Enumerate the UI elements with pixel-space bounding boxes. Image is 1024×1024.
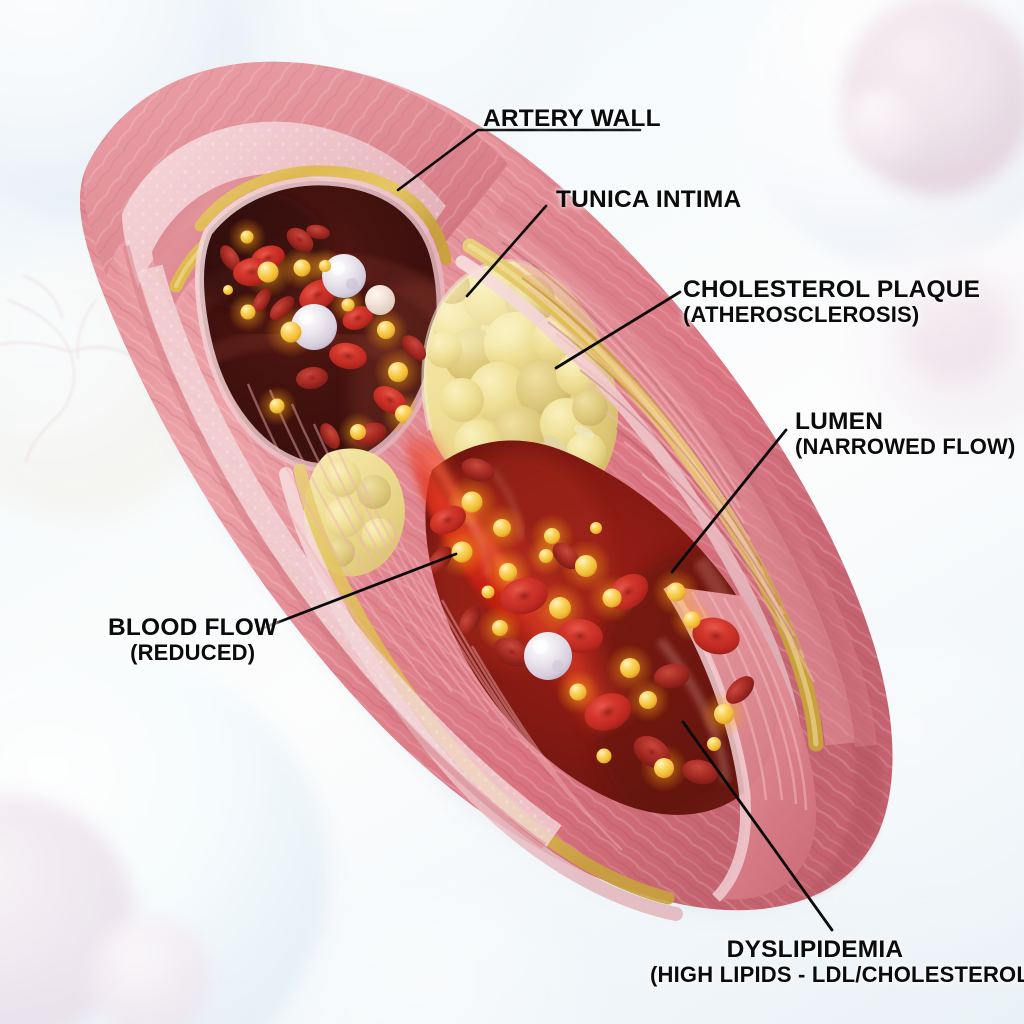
- label-lumen: LUMEN (NARROWED FLOW): [795, 408, 1016, 460]
- leader-line-dyslipidemia: [681, 720, 834, 932]
- leader-line-artery-wall: [396, 128, 642, 192]
- tunica-media-fibres: [204, 196, 877, 851]
- leader-line-lumen: [670, 428, 788, 574]
- label-lumen-line2: (NARROWED FLOW): [795, 434, 1016, 460]
- label-cholesterol-plaque-line2: (ATHEROSCLEROSIS): [683, 302, 920, 328]
- label-blood-flow: BLOOD FLOW (REDUCED): [108, 614, 277, 666]
- label-tunica-intima-line1: TUNICA INTIMA: [556, 186, 742, 213]
- leader-line-blood-flow: [256, 552, 458, 632]
- label-dyslipidemia-line1: DYSLIPIDEMIA: [726, 936, 904, 963]
- red-blood-cells-upper: [219, 224, 427, 449]
- label-tunica-intima: TUNICA INTIMA: [556, 186, 741, 213]
- lipid-particles-lower: [451, 491, 734, 778]
- upper-lumen-contents: [219, 218, 427, 453]
- label-dyslipidemia-line2: (HIGH LIPIDS - LDL/CHOLESTEROL): [650, 962, 1024, 988]
- label-cholesterol-plaque: CHOLESTEROL PLAQUE (ATHEROSCLEROSIS): [683, 276, 980, 328]
- label-blood-flow-line1: BLOOD FLOW: [108, 614, 278, 641]
- label-artery-wall: ARTERY WALL: [483, 105, 661, 132]
- white-blood-cells-upper: [291, 254, 395, 350]
- leader-line-tunica-intima: [465, 204, 548, 298]
- label-blood-flow-line2: (REDUCED): [130, 640, 256, 666]
- leader-lines: [256, 128, 834, 932]
- leader-line-cholesterol-plaque: [554, 290, 682, 370]
- lower-lumen-contents: [427, 458, 755, 792]
- label-dyslipidemia: DYSLIPIDEMIA (HIGH LIPIDS - LDL/CHOLESTE…: [650, 936, 1024, 988]
- lipid-particles-upper: [223, 230, 419, 453]
- label-lumen-line1: LUMEN: [795, 408, 884, 435]
- label-cholesterol-plaque-line1: CHOLESTEROL PLAQUE: [683, 276, 981, 303]
- white-blood-cells-lower: [524, 632, 572, 680]
- label-artery-wall-line1: ARTERY WALL: [483, 105, 661, 132]
